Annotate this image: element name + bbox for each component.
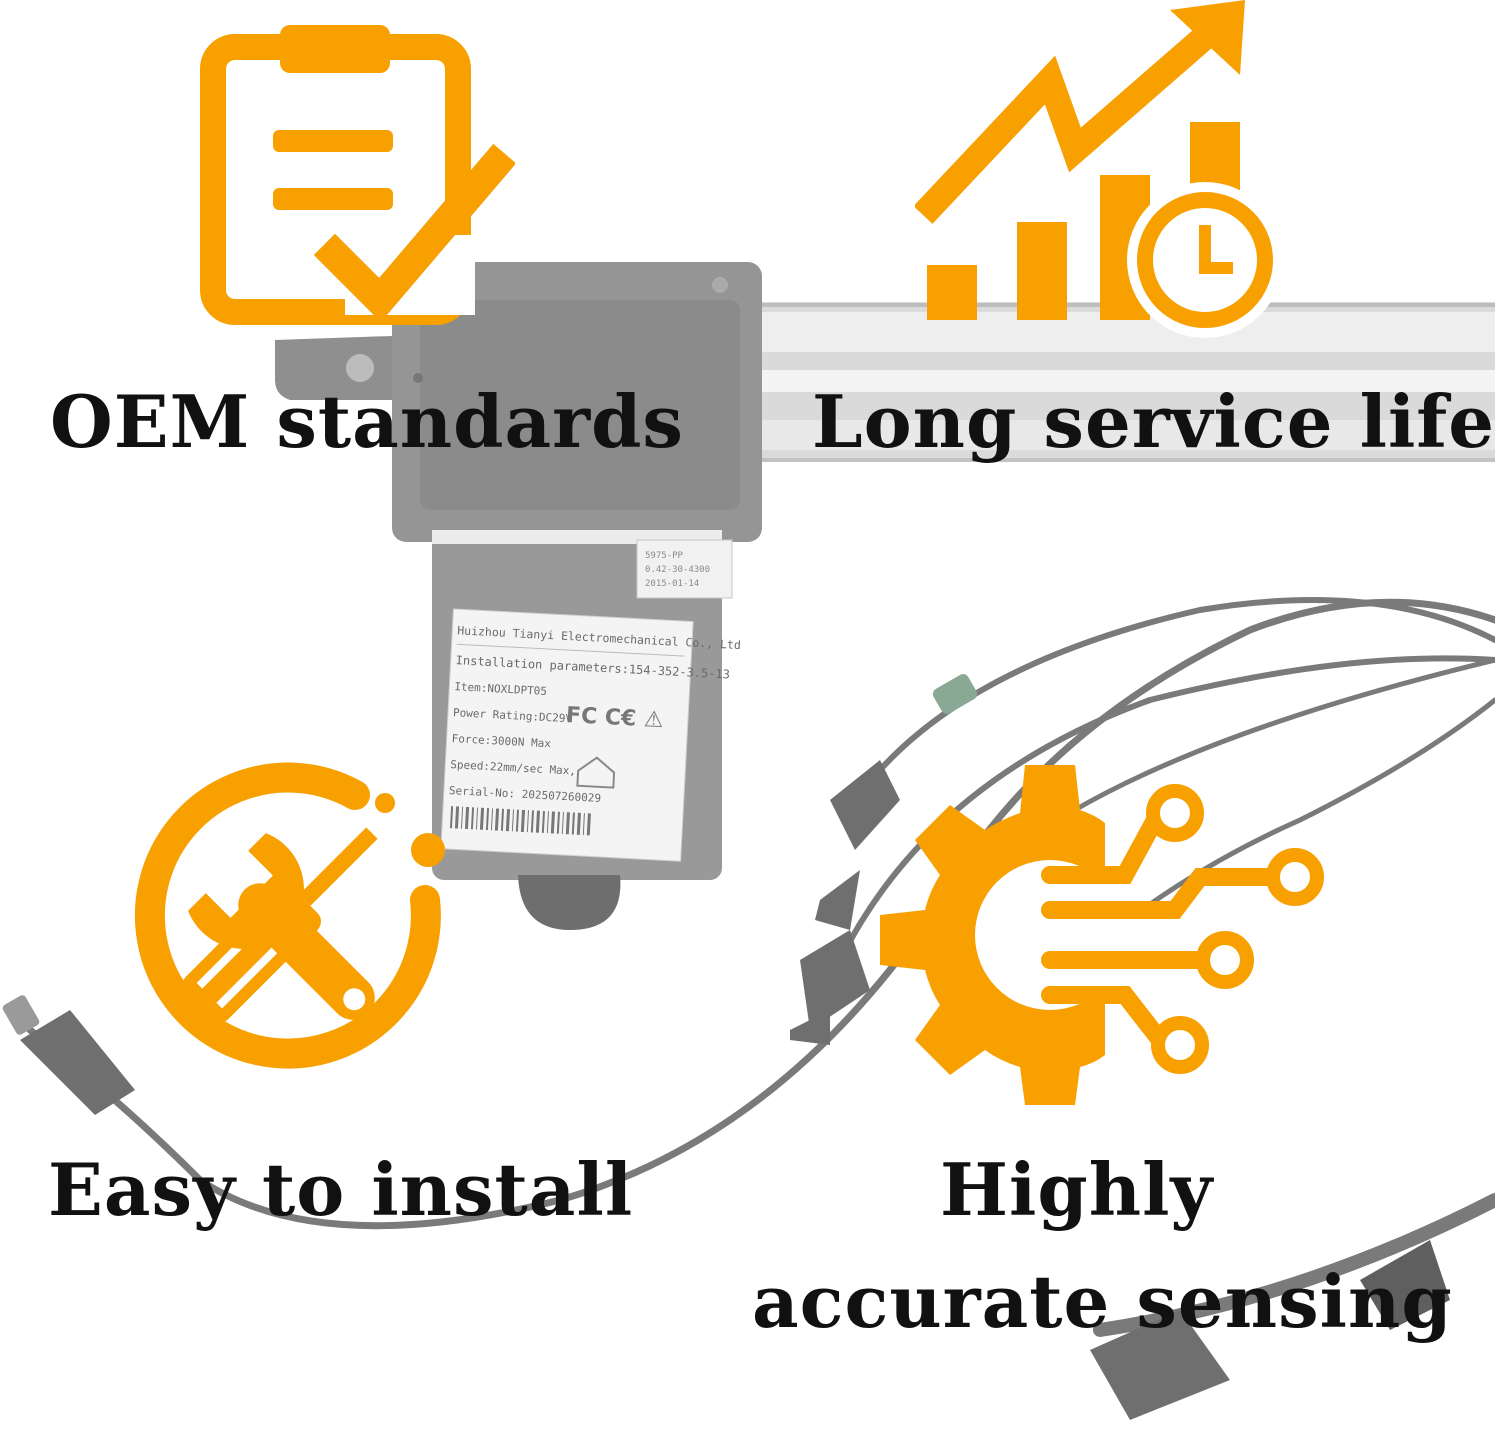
- feature-label-easy-to-install: Easy to install: [48, 1147, 634, 1232]
- sticker-item: Item:NOXLDPT05: [454, 680, 547, 698]
- actuator-gearbox: [275, 262, 762, 542]
- certification-marks: FC C€ ⚠: [565, 703, 664, 733]
- product-sticker: Huizhou Tianyi Electromechanical Co., Lt…: [440, 608, 741, 862]
- sticker-power: Power Rating:DC29V: [453, 706, 573, 725]
- clipboard-check-icon: [200, 25, 515, 325]
- cable-connectors: [2, 674, 1450, 1420]
- home-icon: [576, 756, 616, 789]
- barcode: [449, 806, 591, 836]
- svg-text:0.42-30-4300: 0.42-30-4300: [645, 565, 710, 575]
- gear-circuit-icon: [880, 765, 1324, 1105]
- sticker-force: Force:3000N Max: [451, 732, 551, 750]
- feature-label-long-service-life: Long service life: [812, 379, 1495, 464]
- svg-text:5975-PP: 5975-PP: [645, 551, 684, 561]
- tools-wrench-screwdriver-icon: [134, 762, 445, 1069]
- growth-chart-clock-icon: [915, 0, 1283, 338]
- feature-label-highly: Highly: [940, 1147, 1214, 1232]
- feature-label-accurate-sensing: accurate sensing: [752, 1259, 1453, 1344]
- svg-text:2015-01-14: 2015-01-14: [645, 579, 699, 589]
- feature-label-oem-standards: OEM standards: [50, 379, 684, 464]
